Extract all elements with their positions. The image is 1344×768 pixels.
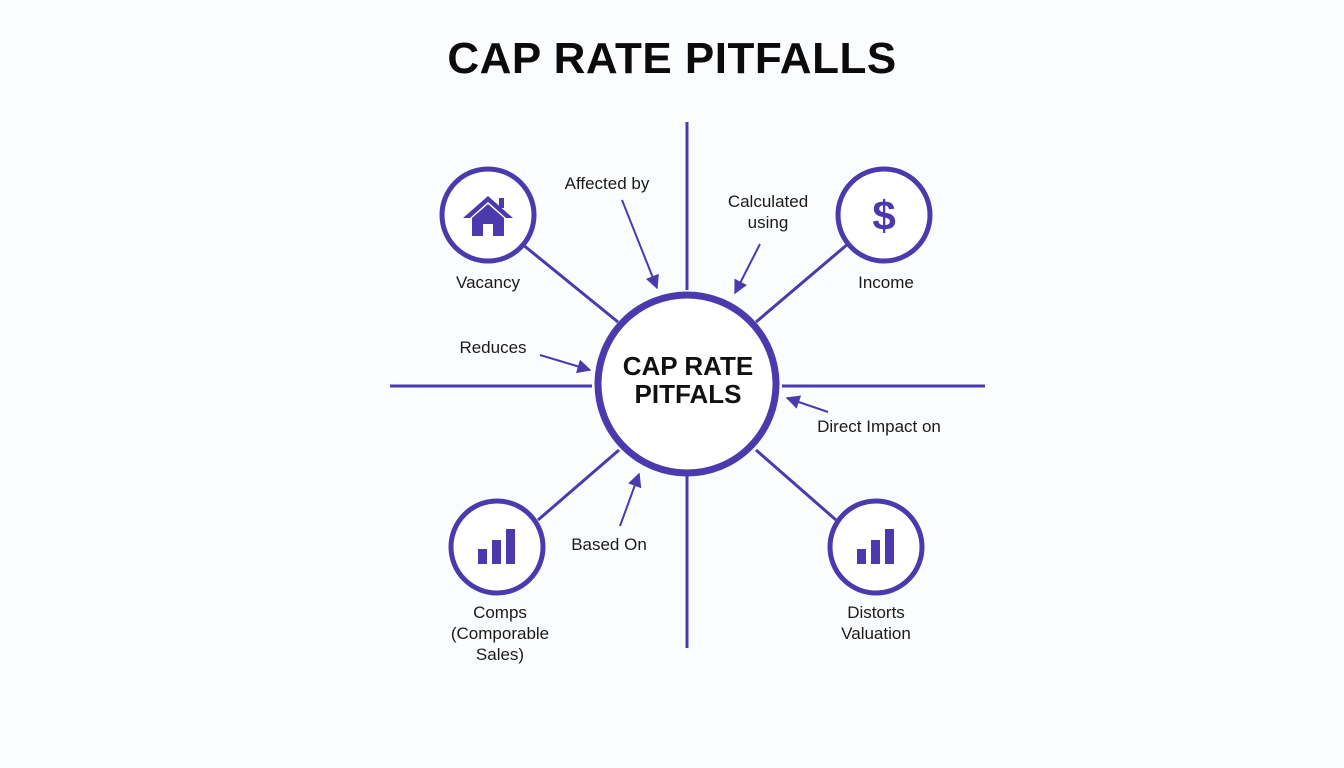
edge-label-calculated-using-line1: Calculated <box>727 192 809 211</box>
connector-income <box>755 241 850 324</box>
arrow-based-on <box>619 472 642 527</box>
arrow-reduces <box>539 354 592 374</box>
node-label-distorts-line1: Distorts <box>847 603 905 622</box>
arrow-calculated-using <box>734 243 761 295</box>
node-income: $ <box>835 166 933 264</box>
bar-chart-icon <box>857 529 894 564</box>
node-vacancy <box>439 166 537 264</box>
arrow-direct-impact <box>785 395 829 413</box>
node-label-distorts: Distorts Valuation <box>816 602 936 644</box>
center-label: CAP RATE PITFALS <box>590 352 786 408</box>
connector-distorts <box>755 448 837 522</box>
node-label-distorts-line2: Valuation <box>841 624 911 643</box>
house-icon <box>463 196 513 236</box>
node-circle-income <box>835 166 933 264</box>
connector-comps <box>537 448 620 522</box>
node-comps <box>448 498 546 596</box>
center-circle <box>594 291 780 477</box>
connector-vacancy <box>521 242 619 324</box>
node-label-comps: Comps (Comporable Sales) <box>434 602 566 665</box>
arrow-affected-by <box>621 199 659 290</box>
bar-chart-icon <box>478 529 515 564</box>
page-title: CAP RATE PITFALLS <box>447 34 897 83</box>
dollar-icon: $ <box>872 192 895 239</box>
edge-label-based-on: Based On <box>571 535 647 554</box>
edge-label-reduces: Reduces <box>459 338 527 357</box>
node-label-vacancy: Vacancy <box>456 273 520 292</box>
node-label-comps-line2: (Comporable <box>450 624 550 643</box>
node-label-comps-line3: Sales) <box>475 645 525 664</box>
edge-label-calculated-using: Calculated using <box>708 191 828 233</box>
node-label-income: Income <box>858 273 914 292</box>
edge-label-direct-impact: Direct Impact on <box>817 417 941 436</box>
node-label-comps-line1: Comps <box>473 603 527 622</box>
node-distorts <box>827 498 925 596</box>
center-label-line1: CAP RATE <box>622 351 754 381</box>
edge-label-calculated-using-line2: using <box>747 213 789 232</box>
edge-label-affected-by: Affected by <box>564 174 650 193</box>
center-label-line2: PITFALS <box>634 379 742 409</box>
